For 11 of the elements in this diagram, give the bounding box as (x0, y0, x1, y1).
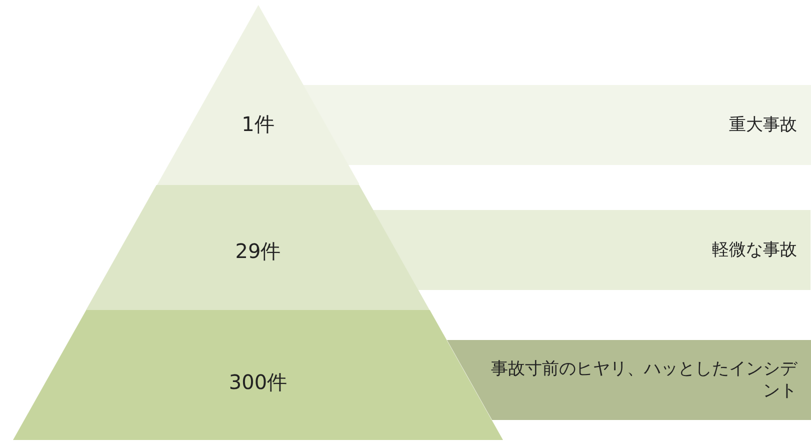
category-bar (446, 340, 811, 420)
category-bar (303, 85, 811, 165)
category-label: 事故寸前のヒヤリ、ハッとしたインシデント (490, 358, 797, 402)
category-bar (373, 210, 811, 290)
count-label: 300件 (228, 369, 288, 396)
pyramid-tier (156, 5, 360, 185)
pyramid-tier (86, 185, 430, 310)
category-label: 重大事故 (728, 114, 797, 136)
count-label: 29件 (234, 238, 282, 265)
category-label: 軽微な事故 (712, 238, 797, 262)
count-label: 1件 (240, 111, 276, 138)
